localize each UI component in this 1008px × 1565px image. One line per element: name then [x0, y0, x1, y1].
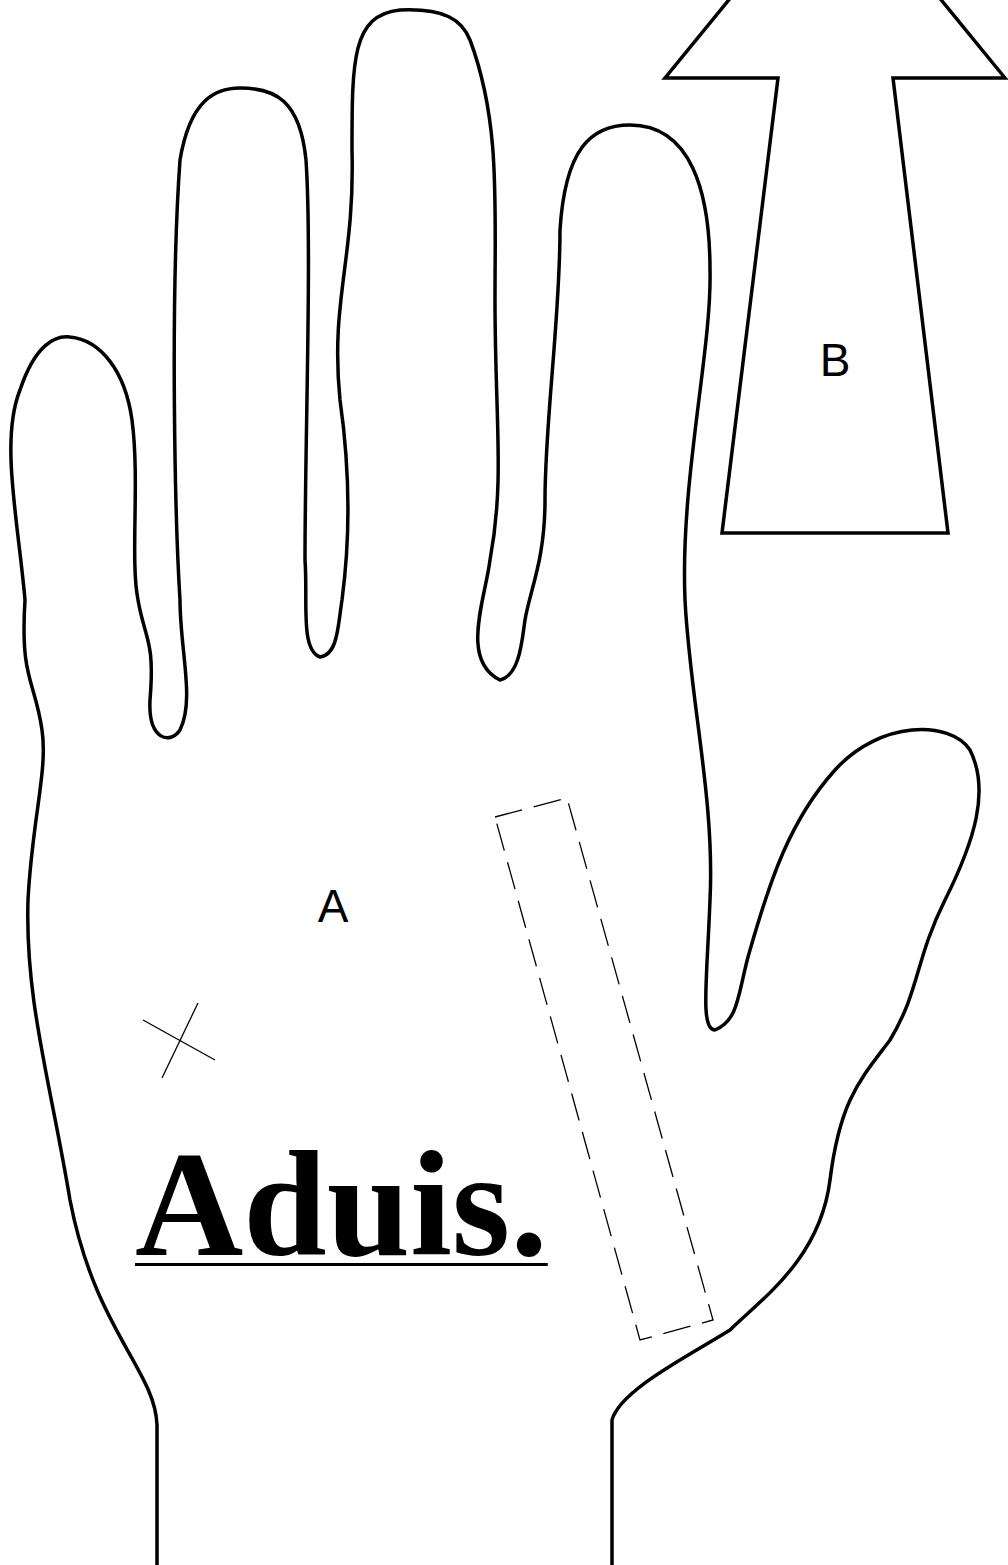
region-label: A: [318, 883, 349, 929]
cross-mark: [143, 1003, 215, 1078]
arrow-shape-svg: [660, 0, 1008, 540]
arrow-label: B: [820, 337, 851, 383]
brand-logo: Aduis.: [135, 1129, 548, 1279]
arrow-shape: B: [660, 0, 1008, 540]
arrow-shape-line: [665, 0, 1005, 533]
